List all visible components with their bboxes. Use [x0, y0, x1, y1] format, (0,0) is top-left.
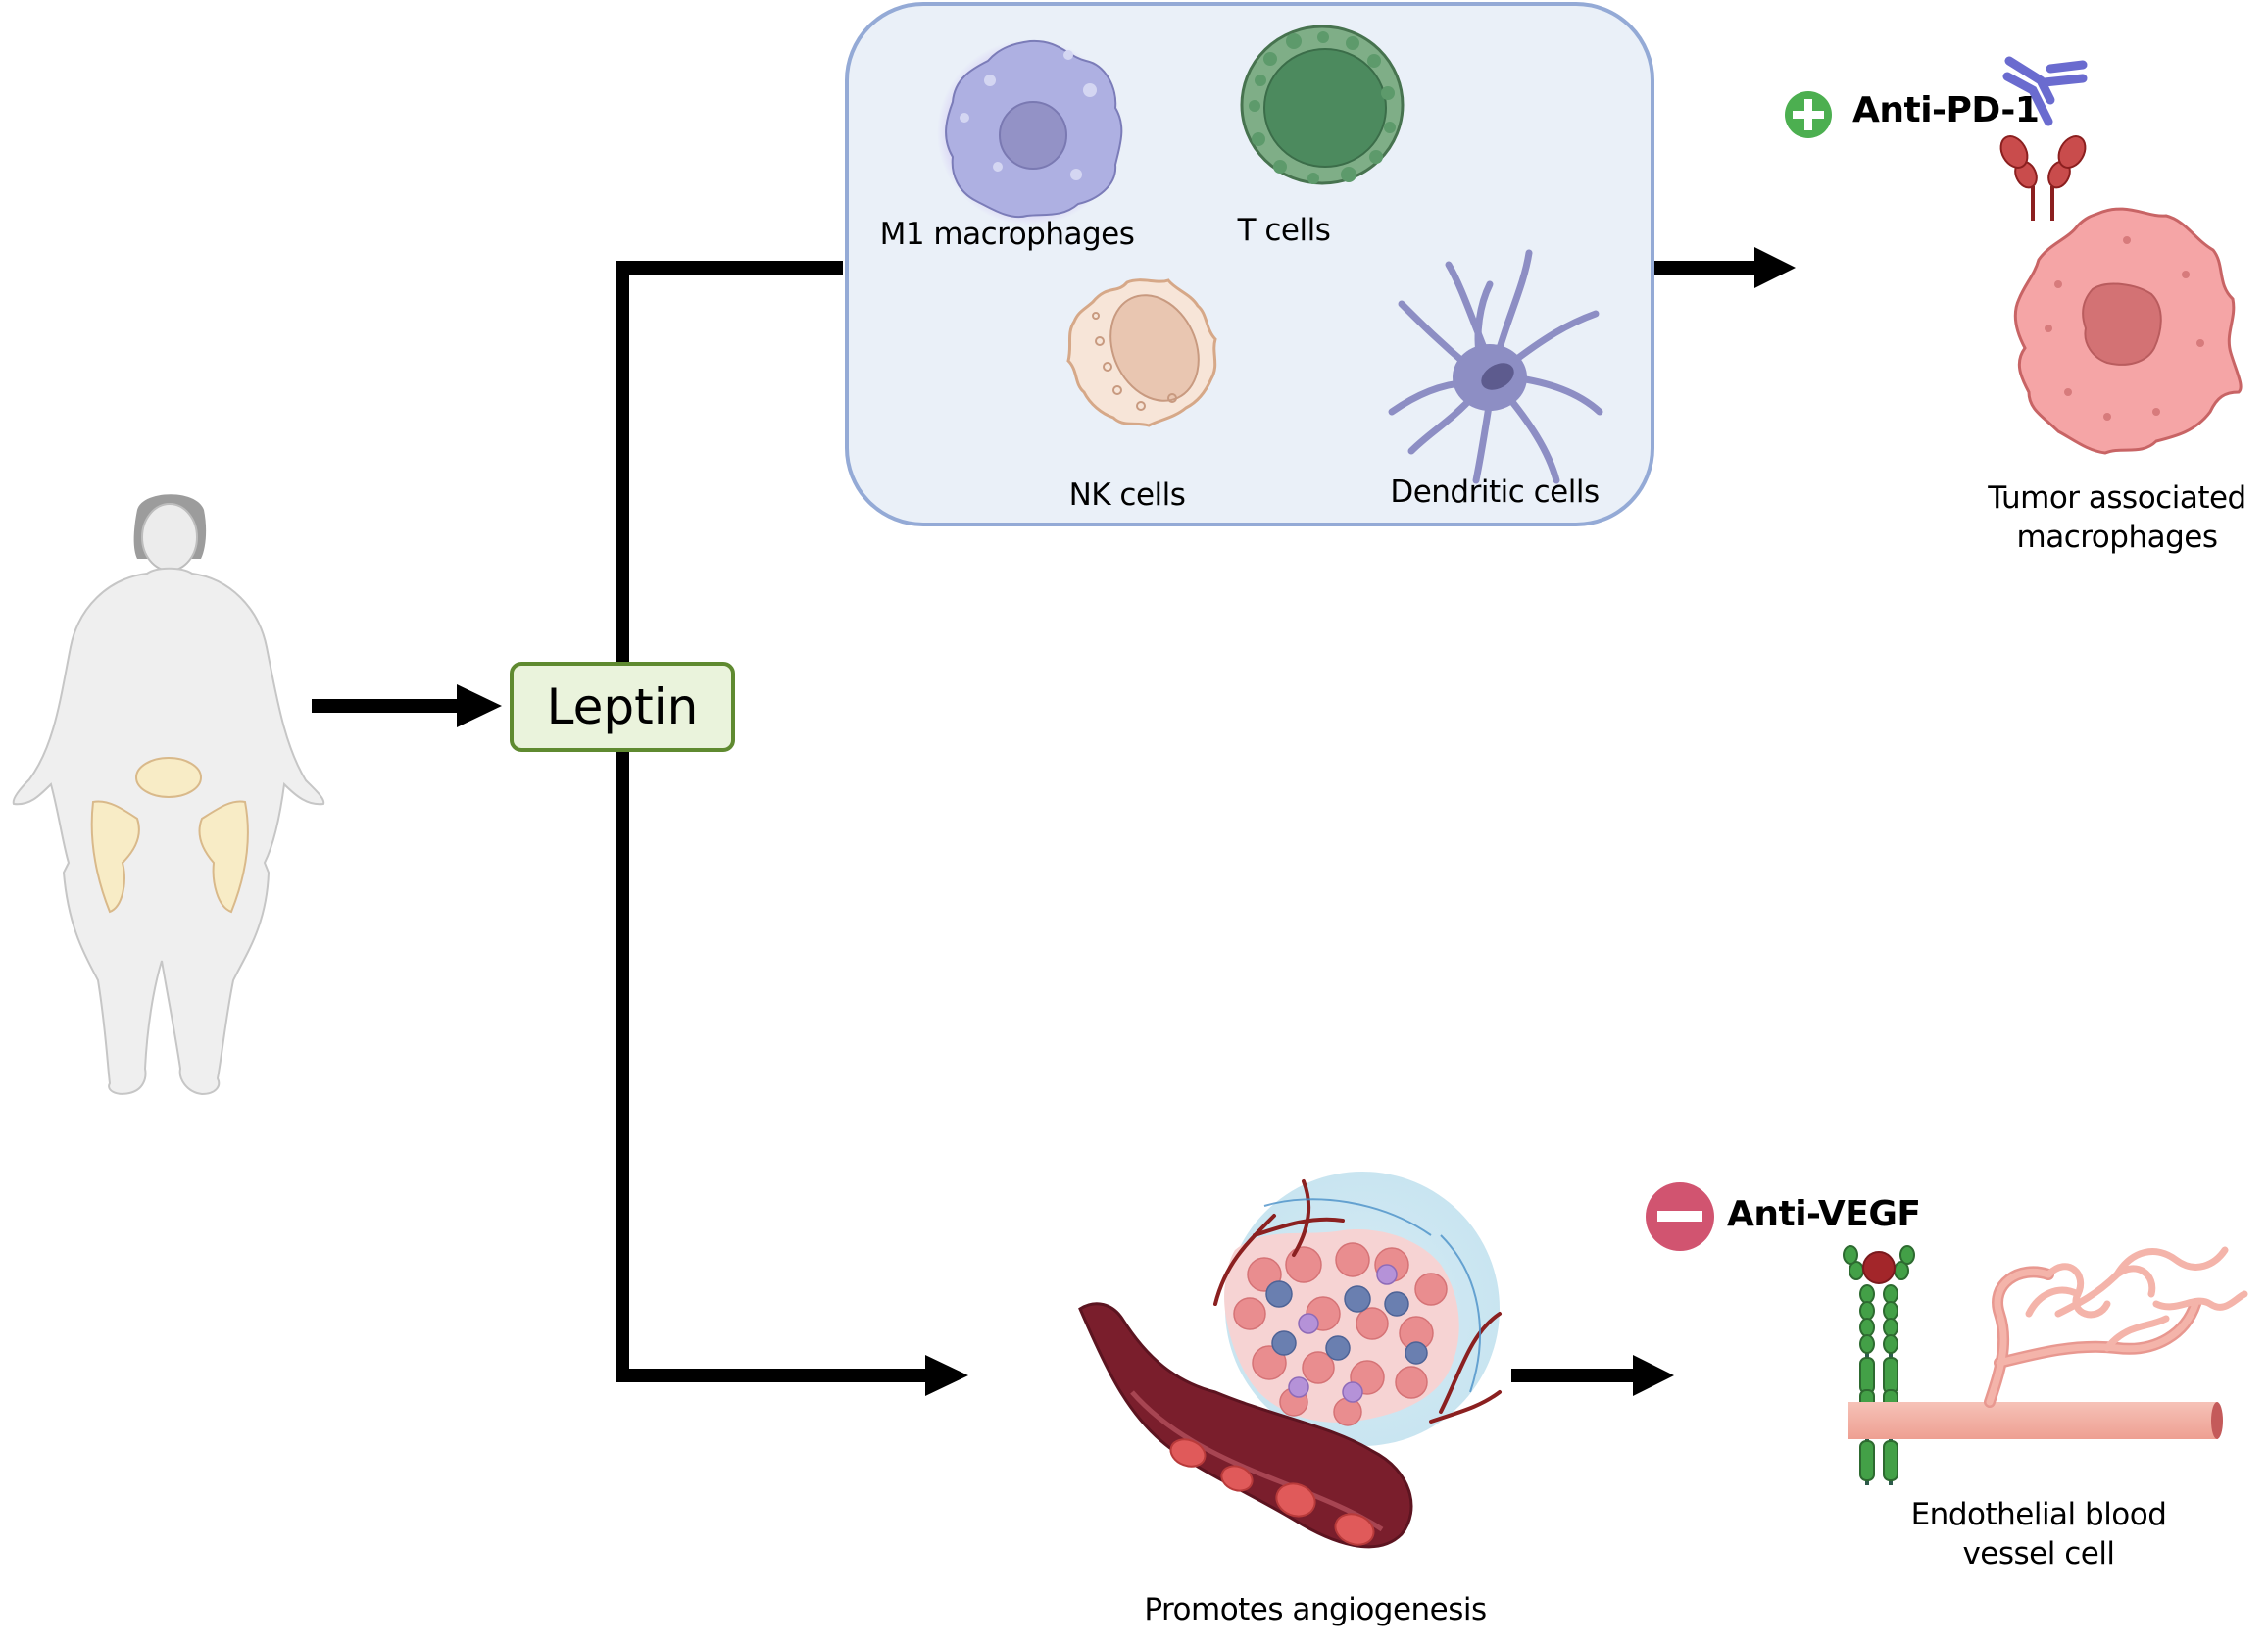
obese-woman-figure-icon	[12, 494, 325, 1096]
anti-vegf-label: Anti-VEGF	[1727, 1194, 1921, 1234]
blood-vessel-icon	[1078, 1302, 1413, 1549]
minus-circle-icon	[1646, 1182, 1714, 1251]
m1-macrophages-label: M1 macrophages	[879, 217, 1135, 252]
endothelial-vessel-icon	[1848, 1246, 2248, 1439]
plus-circle-icon	[1785, 91, 1832, 138]
tam-label: Tumor associated macrophages	[1970, 478, 2264, 557]
endothelial-label: Endothelial blood vessel cell	[1892, 1495, 2186, 1574]
arrow-immune-to-tam	[1654, 247, 1796, 288]
pd1-receptor-icon	[1999, 135, 2087, 221]
nk-cells-label: NK cells	[1068, 477, 1186, 513]
tam-label-line1: Tumor associated	[1988, 480, 2246, 516]
tam-label-line2: macrophages	[2016, 520, 2219, 555]
dendritic-cell-body-icon	[1453, 344, 1527, 411]
t-cell-icon	[1240, 25, 1405, 185]
branch-line-top	[616, 261, 843, 275]
anti-pd1-label: Anti-PD-1	[1852, 90, 2040, 130]
tumor-mass-icon	[1213, 1172, 1502, 1446]
arrow-leptin-to-tumor	[616, 1355, 968, 1396]
t-cells-label: T cells	[1237, 213, 1331, 248]
angiogenesis-label: Promotes angiogenesis	[1144, 1592, 1487, 1627]
leptin-node: Leptin	[510, 662, 735, 752]
leptin-label: Leptin	[546, 678, 699, 735]
dendritic-cells-label: Dendritic cells	[1390, 475, 1600, 510]
vegf-receptor-icon	[1843, 1245, 1915, 1485]
trunk-line	[616, 261, 629, 1382]
arrow-woman-to-leptin	[312, 684, 502, 727]
antibody-icon	[2002, 56, 2088, 126]
endothelial-label-line1: Endothelial blood	[1910, 1497, 2167, 1532]
m1-macrophage-icon	[937, 39, 1123, 225]
arrow-tumor-to-endothelial	[1511, 1355, 1674, 1396]
endothelial-label-line2: vessel cell	[1962, 1536, 2115, 1572]
tam-icon	[2013, 207, 2243, 455]
nk-cell-icon	[1066, 278, 1217, 427]
